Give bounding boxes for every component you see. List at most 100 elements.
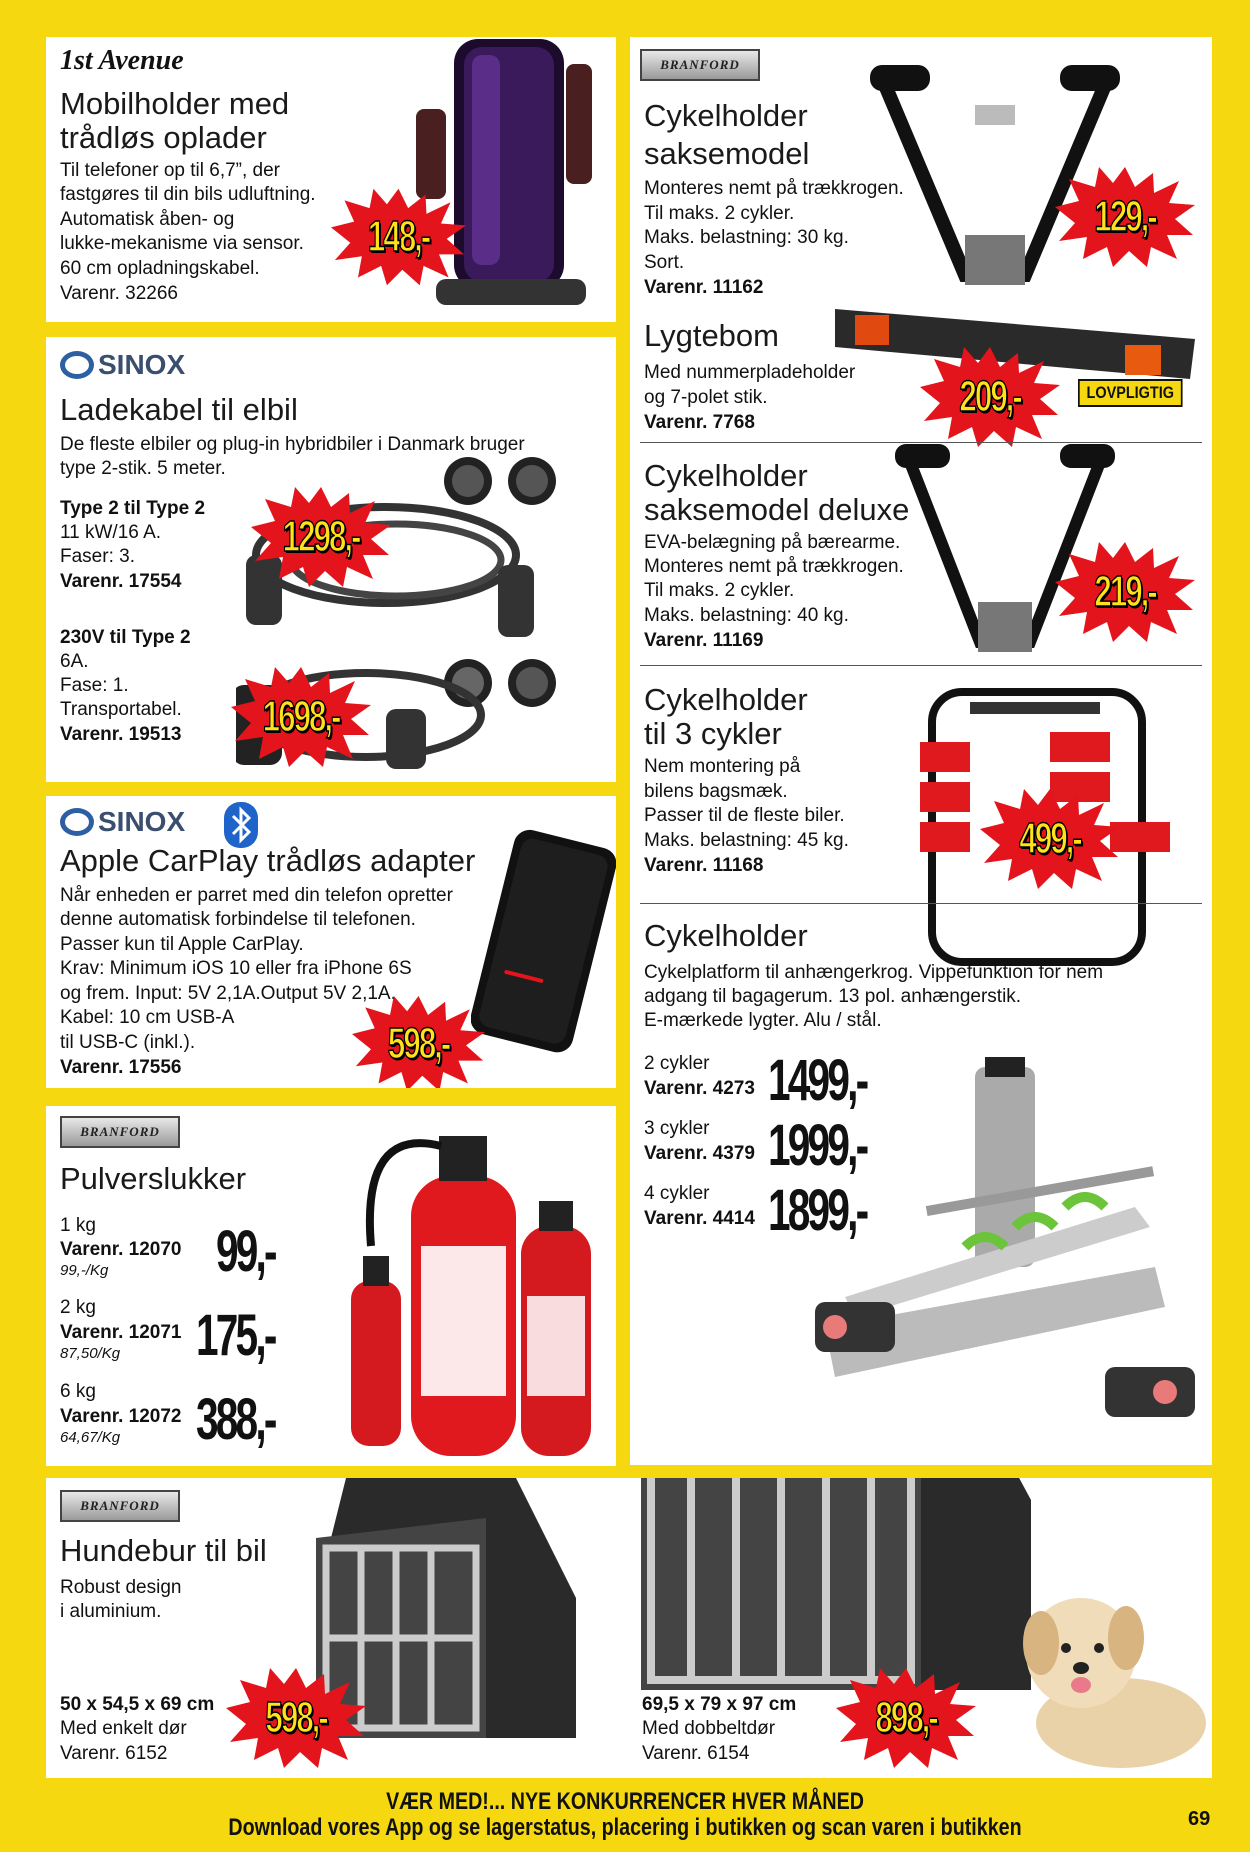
- price-label: 219,-: [1094, 566, 1159, 617]
- item-size: 6 kg: [60, 1381, 96, 1402]
- page-number: 69: [1188, 1808, 1211, 1830]
- product-desc: Maks. belastning: 45 kg.: [644, 830, 849, 851]
- footer-headline: VÆR MED!... NYE KONKURRENCER HVER MÅNED: [386, 1788, 864, 1815]
- variant-name: Type 2 til Type 2: [60, 498, 206, 519]
- price-label: 1698,-: [262, 691, 342, 742]
- variant-door: Med dobbeltdør: [642, 1718, 776, 1739]
- variant-varenr: Varenr. 6154: [642, 1743, 750, 1764]
- product-varenr: Varenr. 11168: [644, 855, 764, 876]
- product-desc: og 7-polet stik.: [644, 387, 768, 408]
- price-burst: 209,-: [920, 347, 1060, 447]
- brand-name: SINOX: [98, 806, 186, 837]
- item-price: 388,-: [196, 1387, 277, 1452]
- product-title-line2: til 3 cykler: [644, 716, 782, 751]
- product-title-line2: saksemodel: [644, 136, 810, 171]
- price-burst: 1698,-: [226, 667, 376, 767]
- product-desc: bilens bagsmæk.: [644, 781, 788, 802]
- price-burst: 148,-: [331, 187, 466, 287]
- dog-cage-single-image: [316, 1478, 576, 1738]
- product-desc: Monteres nemt på trækkrogen.: [644, 178, 904, 199]
- item-varenr: Varenr. 12072: [60, 1406, 182, 1427]
- price-burst: 598,-: [226, 1668, 366, 1768]
- variant-name: 230V til Type 2: [60, 627, 191, 648]
- product-varenr: Varenr. 11169: [644, 630, 764, 651]
- price-burst: 129,-: [1055, 167, 1195, 267]
- brand-logo-branford: BRANFORD: [60, 1116, 180, 1148]
- product-desc: Maks. belastning: 40 kg.: [644, 605, 849, 626]
- item-size: 2 kg: [60, 1297, 96, 1318]
- product-desc: Maks. belastning: 30 kg.: [644, 227, 849, 248]
- product-title: Lygtebom: [644, 318, 779, 353]
- section-divider: [640, 442, 1202, 443]
- ev-cable-image: [236, 457, 556, 769]
- carplay-adapter-image: [471, 829, 616, 1053]
- variant-desc: Faser: 3.: [60, 546, 135, 567]
- item-varenr: Varenr. 12070: [60, 1239, 182, 1260]
- brand-logo-1st-avenue: 1st Avenue: [60, 45, 184, 76]
- bike-holder-3-image: [920, 688, 1170, 966]
- price-burst: 1298,-: [246, 487, 396, 587]
- bike-holder-deluxe-image: [895, 444, 1115, 652]
- product-desc: 60 cm opladningskabel.: [60, 258, 260, 279]
- product-desc: denne automatisk forbindelse til telefon…: [60, 909, 416, 930]
- price-burst: 219,-: [1055, 542, 1195, 642]
- product-title: Cykelholder: [644, 918, 808, 953]
- variant-varenr: Varenr. 17554: [60, 571, 182, 592]
- bike-holder-scissor-image: [870, 65, 1120, 285]
- panel-extinguisher: BRANFORD Pulverslukker 1 kg Varenr. 1207…: [46, 1106, 616, 1466]
- product-desc: Til maks. 2 cykler.: [644, 580, 795, 601]
- product-desc: Til maks. 2 cykler.: [644, 203, 795, 224]
- product-desc: i aluminium.: [60, 1601, 162, 1622]
- product-desc: Til telefoner op til 6,7”, der: [60, 160, 281, 181]
- brand-logo-branford: BRANFORD: [640, 49, 760, 81]
- price-label: 598,-: [265, 1692, 330, 1743]
- product-desc: Monteres nemt på trækkrogen.: [644, 556, 904, 577]
- product-desc: Passer kun til Apple CarPlay.: [60, 934, 304, 955]
- price-label: 209,-: [959, 371, 1024, 422]
- variant-desc: Fase: 1.: [60, 675, 129, 696]
- product-title-line2: saksemodel deluxe: [644, 492, 910, 527]
- product-desc: Passer til de fleste biler.: [644, 805, 845, 826]
- light-bar-image: [835, 309, 1195, 379]
- bike-platform-image: [815, 1057, 1195, 1417]
- section-divider: [640, 903, 1202, 904]
- product-desc: E-mærkede lygter. Alu / stål.: [644, 1010, 882, 1031]
- product-desc: fastgøres til din bils udluftning.: [60, 184, 316, 205]
- dog-cage-double-image: [641, 1478, 1031, 1690]
- product-desc: Cykelplatform til anhængerkrog. Vippefun…: [644, 962, 1104, 983]
- price-label: 1298,-: [282, 511, 362, 562]
- variant-desc: 11 kW/16 A.: [60, 522, 162, 543]
- extinguisher-image: [351, 1136, 591, 1456]
- item-price: 1499,-: [768, 1048, 869, 1113]
- product-desc: type 2-stik. 5 meter.: [60, 458, 226, 479]
- brand-logo-branford: BRANFORD: [60, 1490, 180, 1522]
- product-varenr: Varenr. 17556: [60, 1057, 182, 1078]
- product-desc: Kabel: 10 cm USB-A: [60, 1007, 235, 1028]
- variant-size: 69,5 x 79 x 97 cm: [642, 1694, 797, 1715]
- variant-varenr: Varenr. 19513: [60, 724, 182, 745]
- item-price: 1999,-: [768, 1113, 869, 1178]
- product-title: Ladekabel til elbil: [60, 392, 298, 427]
- product-title: Cykelholder: [644, 682, 808, 717]
- product-desc: lukke-mekanisme via sensor.: [60, 233, 304, 254]
- product-desc: EVA-belægning på bærearme.: [644, 532, 901, 553]
- price-label: 148,-: [367, 211, 432, 262]
- product-desc: Når enheden er parret med din telefon op…: [60, 885, 453, 906]
- product-desc: Nem montering på: [644, 756, 801, 777]
- item-price: 175,-: [196, 1303, 277, 1368]
- mandatory-badge: LOVPLIGTIG: [1078, 379, 1183, 407]
- bluetooth-icon: [224, 802, 258, 848]
- item-varenr: Varenr. 12071: [60, 1322, 182, 1343]
- product-title: Pulverslukker: [60, 1161, 247, 1196]
- variant-door: Med enkelt dør: [60, 1718, 187, 1739]
- product-title: Cykelholder: [644, 458, 808, 493]
- brand-logo-sinox: SINOX: [60, 806, 185, 838]
- variant-desc: Transportabel.: [60, 699, 182, 720]
- item-varenr: Varenr. 4379: [644, 1143, 755, 1164]
- item-price: 99,-: [216, 1219, 278, 1284]
- product-title: Apple CarPlay trådløs adapter: [60, 843, 476, 878]
- item-varenr: Varenr. 4414: [644, 1208, 755, 1229]
- product-varenr: Varenr. 11162: [644, 277, 764, 298]
- product-title: Hundebur til bil: [60, 1533, 267, 1568]
- product-varenr: Varenr. 7768: [644, 412, 755, 433]
